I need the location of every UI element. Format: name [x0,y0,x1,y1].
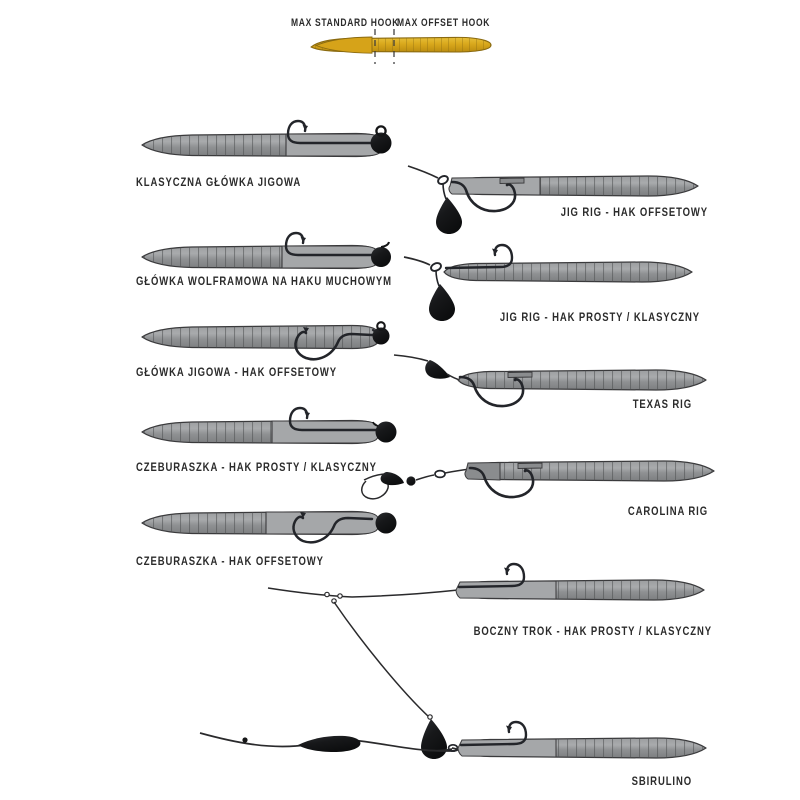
header-reference-lure [310,29,492,64]
rig-jig-rig-prosty [403,243,693,321]
bullet-sinker [380,472,404,486]
rig-carolina [361,460,715,500]
bead [406,476,416,486]
label-czeburaszka-prosty: CZEBURASZKA - HAK PROSTY / KLASYCZNY [136,461,377,475]
label-sbirulino: SBIRULINO [631,775,692,789]
label-jig-rig-prosty: JIG RIG - HAK PROSTY / KLASYCZNY [499,311,700,325]
cheburashka-weight [375,512,397,534]
label-jig-rig-offset: JIG RIG - HAK OFFSETOWY [560,206,708,220]
dropper-sinker [421,719,447,759]
rig-czeburaszka-offset [141,510,397,544]
teardrop-sinker [429,284,455,321]
rig-sbirulino [199,720,707,759]
label-texas-rig: TEXAS RIG [632,398,692,412]
label-czeburaszka-offset: CZEBURASZKA - HAK OFFSETOWY [136,555,324,569]
label-klasyczna-glowka-jigowa: KLASYCZNA GŁÓWKA JIGOWA [136,176,302,190]
swivel [434,469,446,479]
tungsten-bead [371,247,391,267]
sbirulino-float [298,735,361,752]
rig-boczny-trok [267,562,705,759]
max-offset-hook-label: MAX OFFSET HOOK [397,16,491,29]
label-glowka-wolframowa: GŁÓWKA WOLFRAMOWA NA HAKU MUCHOWYM [136,275,392,289]
max-standard-hook-label: MAX STANDARD HOOK [291,16,400,29]
gold-lure-body [310,36,492,54]
bullet-sinker [425,360,450,379]
rig-jig-rig-offset [407,165,699,234]
rig-glowka-wolframowa [141,231,391,270]
rig-czeburaszka-prosty [141,406,397,445]
label-carolina-rig: CAROLINA RIG [627,505,708,519]
jig-head-lead [372,327,390,345]
rig-glowka-jigowa-offset [141,321,390,361]
rig-texas [393,354,707,408]
label-glowka-jigowa-offset: GŁÓWKA JIGOWA - HAK OFFSETOWY [136,366,337,380]
jig-head-lead [370,132,392,154]
teardrop-sinker [436,197,462,234]
label-boczny-trok: BOCZNY TROK - HAK PROSTY / KLASYCZNY [473,625,712,639]
cheburashka-weight [375,421,397,443]
rig-klasyczna-glowka-jigowa [141,119,392,158]
